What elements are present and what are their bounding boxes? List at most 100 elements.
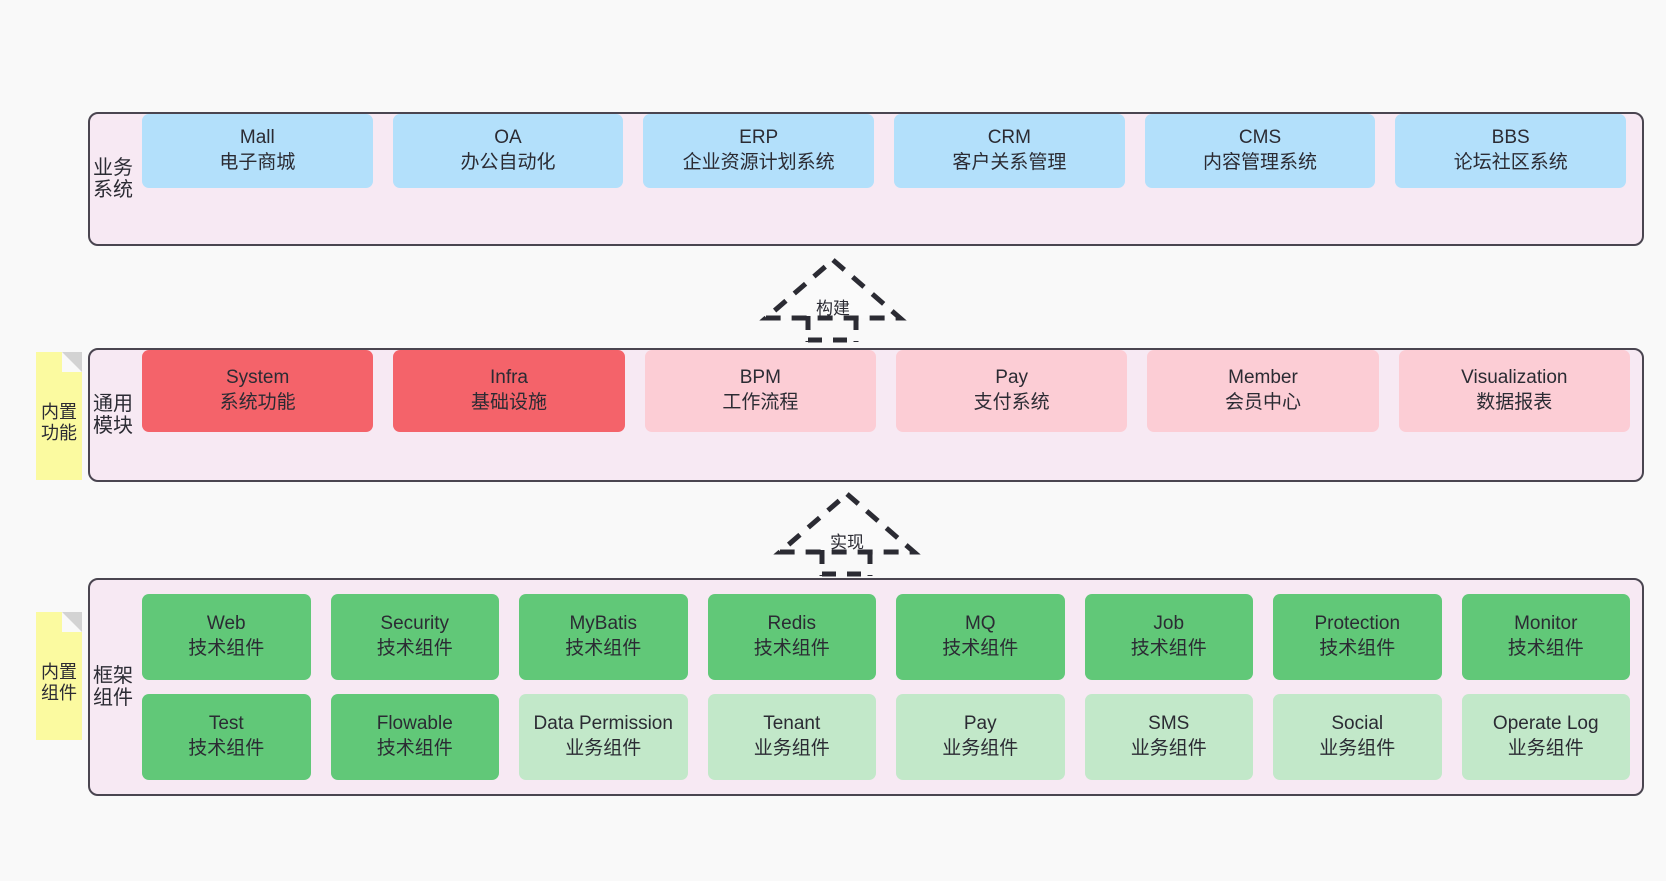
card-title: CRM <box>987 127 1031 149</box>
card-title: Monitor <box>1514 613 1578 635</box>
card-title: Operate Log <box>1492 713 1599 735</box>
card-protection[interactable]: Protection 技术组件 <box>1273 594 1442 680</box>
card-subtitle: 数据报表 <box>1476 392 1553 413</box>
sticky-note-builtin-component: 内置组件 <box>36 612 82 740</box>
card-subtitle: 企业资源计划系统 <box>682 152 835 173</box>
card-infra[interactable]: Infra 基础设施 <box>393 350 625 432</box>
card-title: Protection <box>1314 613 1401 635</box>
card-bbs[interactable]: BBS 论坛社区系统 <box>1395 114 1627 188</box>
card-visualization[interactable]: Visualization 数据报表 <box>1398 350 1630 432</box>
card-title: ERP <box>739 127 779 149</box>
card-subtitle: 支付系统 <box>973 392 1050 413</box>
card-title: MQ <box>964 613 996 635</box>
card-subtitle: 电子商城 <box>219 152 296 173</box>
card-title: Pay <box>963 713 997 735</box>
framework-component-row-business: Test 技术组件 Flowable 技术组件 Data Permission … <box>142 694 1630 780</box>
card-subtitle: 工作流程 <box>722 392 799 413</box>
card-oa[interactable]: OA 办公自动化 <box>392 114 624 188</box>
card-subtitle: 办公自动化 <box>460 152 556 173</box>
card-web[interactable]: Web 技术组件 <box>142 594 311 680</box>
card-title: CMS <box>1238 127 1282 149</box>
business-system-card-list: Mall 电子商城 OA 办公自动化 ERP 企业资源计划系统 CRM 客户关系… <box>136 114 1642 244</box>
framework-component-card-grid: Web 技术组件 Security 技术组件 MyBatis 技术组件 Redi… <box>136 580 1642 794</box>
card-subtitle: 技术组件 <box>1507 638 1584 659</box>
card-title: Test <box>208 713 244 735</box>
card-subtitle: 业务组件 <box>1507 738 1584 759</box>
card-title: Data Permission <box>533 713 673 735</box>
card-mybatis[interactable]: MyBatis 技术组件 <box>519 594 688 680</box>
card-cms[interactable]: CMS 内容管理系统 <box>1144 114 1376 188</box>
card-monitor[interactable]: Monitor 技术组件 <box>1461 594 1630 680</box>
card-social[interactable]: Social 业务组件 <box>1273 694 1442 780</box>
card-subtitle: 论坛社区系统 <box>1453 152 1568 173</box>
card-subtitle: 技术组件 <box>753 638 830 659</box>
arrow-label-implement: 实现 <box>830 533 864 552</box>
card-mall[interactable]: Mall 电子商城 <box>142 114 373 188</box>
card-member[interactable]: Member 会员中心 <box>1147 350 1379 432</box>
card-subtitle: 业务组件 <box>1319 738 1396 759</box>
card-subtitle: 业务组件 <box>753 738 830 759</box>
card-subtitle: 客户关系管理 <box>952 152 1067 173</box>
layer-common-module: 通用模块 System 系统功能 Infra 基础设施 BPM 工作流程 Pay… <box>88 348 1644 482</box>
card-job[interactable]: Job 技术组件 <box>1084 594 1253 680</box>
card-title: BBS <box>1491 127 1530 149</box>
layer-title-common-module: 通用模块 <box>93 392 133 437</box>
card-system[interactable]: System 系统功能 <box>142 350 374 432</box>
arrow-implement: 实现 <box>772 490 922 577</box>
card-operate-log[interactable]: Operate Log 业务组件 <box>1461 694 1630 780</box>
card-test[interactable]: Test 技术组件 <box>142 694 311 780</box>
card-subtitle: 系统功能 <box>219 392 296 413</box>
card-subtitle: 内容管理系统 <box>1203 152 1318 173</box>
card-subtitle: 技术组件 <box>376 738 453 759</box>
card-subtitle: 业务组件 <box>565 738 642 759</box>
card-bpm[interactable]: BPM 工作流程 <box>644 350 876 432</box>
card-title: BPM <box>739 367 781 389</box>
framework-component-row-tech: Web 技术组件 Security 技术组件 MyBatis 技术组件 Redi… <box>142 594 1630 680</box>
arrow-label-build: 构建 <box>816 299 850 318</box>
arrow-build: 构建 <box>758 256 908 343</box>
card-title: Tenant <box>763 713 821 735</box>
card-title: System <box>225 367 290 389</box>
layer-business-system: 业务系统 Mall 电子商城 OA 办公自动化 ERP 企业资源计划系统 CRM… <box>88 112 1644 246</box>
arrow-stem <box>805 316 859 343</box>
card-title: Security <box>380 613 450 635</box>
layer-title-business-system: 业务系统 <box>93 156 133 201</box>
card-title: Member <box>1228 367 1298 389</box>
card-title: OA <box>494 127 522 149</box>
card-subtitle: 技术组件 <box>188 638 265 659</box>
card-subtitle: 技术组件 <box>565 638 642 659</box>
card-erp[interactable]: ERP 企业资源计划系统 <box>643 114 875 188</box>
arrow-head-triangle <box>759 256 907 321</box>
card-subtitle: 基础设施 <box>470 392 547 413</box>
arrow-stem <box>819 550 873 577</box>
card-subtitle: 技术组件 <box>188 738 265 759</box>
card-title: Job <box>1153 613 1185 635</box>
card-tenant[interactable]: Tenant 业务组件 <box>707 694 876 780</box>
card-title: Web <box>206 613 246 635</box>
card-title: Flowable <box>376 713 453 735</box>
card-title: MyBatis <box>569 613 638 635</box>
card-title: Redis <box>767 613 817 635</box>
layer-title-framework-component: 框架组件 <box>93 664 133 709</box>
layer-framework-component: 框架组件 Web 技术组件 Security 技术组件 MyBatis 技术组件… <box>88 578 1644 796</box>
card-subtitle: 技术组件 <box>1319 638 1396 659</box>
card-redis[interactable]: Redis 技术组件 <box>707 594 876 680</box>
arrow-head-triangle <box>773 490 921 555</box>
card-flowable[interactable]: Flowable 技术组件 <box>330 694 499 780</box>
card-title: SMS <box>1148 713 1190 735</box>
card-title: Mall <box>239 127 275 149</box>
card-security[interactable]: Security 技术组件 <box>330 594 499 680</box>
card-crm[interactable]: CRM 客户关系管理 <box>894 114 1125 188</box>
card-pay-module[interactable]: Pay 支付系统 <box>895 350 1128 432</box>
card-pay-component[interactable]: Pay 业务组件 <box>896 694 1065 780</box>
card-data-permission[interactable]: Data Permission 业务组件 <box>519 694 688 780</box>
card-sms[interactable]: SMS 业务组件 <box>1084 694 1253 780</box>
common-module-card-list: System 系统功能 Infra 基础设施 BPM 工作流程 Pay 支付系统… <box>136 350 1642 480</box>
card-subtitle: 业务组件 <box>942 738 1019 759</box>
card-mq[interactable]: MQ 技术组件 <box>896 594 1065 680</box>
card-title: Infra <box>489 367 528 389</box>
card-subtitle: 业务组件 <box>1130 738 1207 759</box>
card-title: Social <box>1331 713 1384 735</box>
card-subtitle: 技术组件 <box>942 638 1019 659</box>
